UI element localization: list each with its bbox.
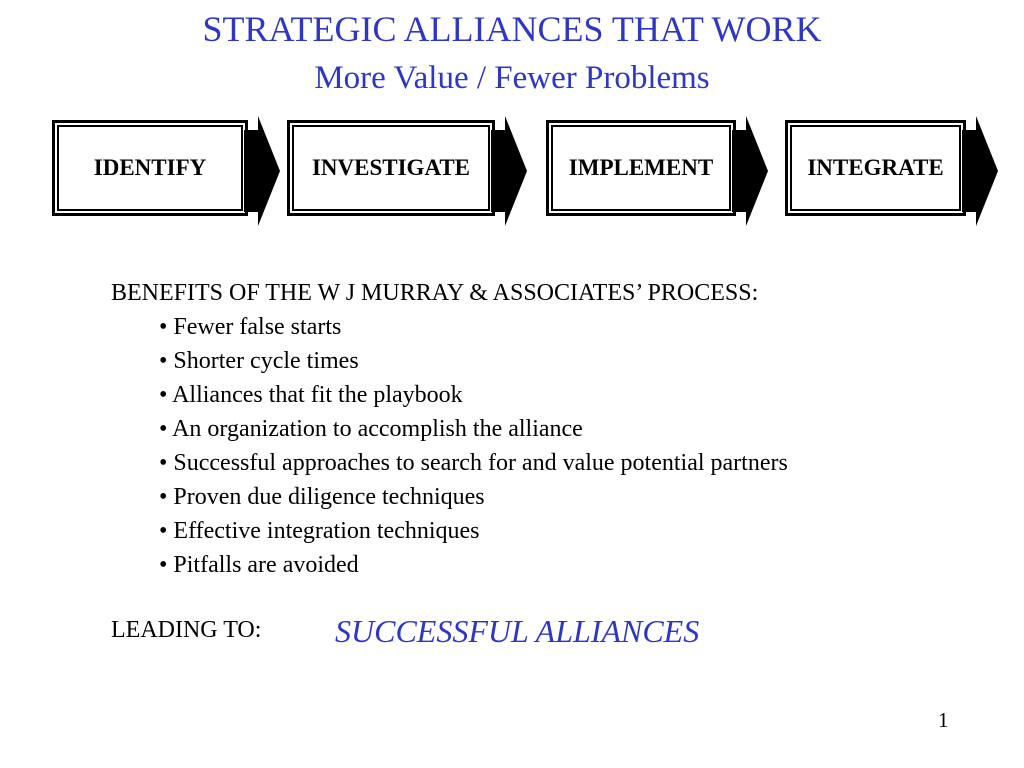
benefits-heading: BENEFITS OF THE W J MURRAY & ASSOCIATES’… (111, 280, 759, 306)
step-integrate: INTEGRATE (785, 120, 966, 216)
arrow-right-icon (962, 116, 998, 226)
arrow-right-icon (491, 116, 527, 226)
slide-subtitle: More Value / Fewer Problems (314, 60, 710, 96)
list-item: • Pitfalls are avoided (159, 552, 359, 578)
step-investigate: INVESTIGATE (287, 120, 495, 216)
step-label-implement: IMPLEMENT (568, 155, 714, 180)
slide-title: STRATEGIC ALLIANCES THAT WORK (202, 9, 822, 49)
leading-to-result: SUCCESSFUL ALLIANCES (335, 613, 700, 649)
step-label-integrate: INTEGRATE (807, 155, 944, 180)
benefits-section: BENEFITS OF THE W J MURRAY & ASSOCIATES’… (111, 276, 788, 582)
step-label-investigate: INVESTIGATE (311, 155, 471, 180)
benefits-list: • Fewer false starts • Shorter cycle tim… (111, 310, 788, 582)
arrow-right-icon (244, 116, 280, 226)
list-item: • Effective integration techniques (159, 518, 480, 544)
list-item: • Shorter cycle times (159, 348, 359, 374)
step-identify: IDENTIFY (52, 120, 248, 216)
list-item: • An organization to accomplish the alli… (159, 416, 583, 442)
step-implement: IMPLEMENT (546, 120, 736, 216)
list-item: • Successful approaches to search for an… (159, 450, 788, 476)
list-item: • Fewer false starts (159, 314, 342, 340)
list-item: • Proven due diligence techniques (159, 484, 485, 510)
leading-to-label: LEADING TO: (111, 617, 262, 643)
arrow-right-icon (732, 116, 768, 226)
process-flow: IDENTIFY INVESTIGATE IMPLEMENT INTEGRATE (0, 116, 1024, 226)
list-item: • Alliances that fit the playbook (159, 382, 463, 408)
step-label-identify: IDENTIFY (93, 155, 207, 180)
page-number: 1 (938, 708, 949, 732)
